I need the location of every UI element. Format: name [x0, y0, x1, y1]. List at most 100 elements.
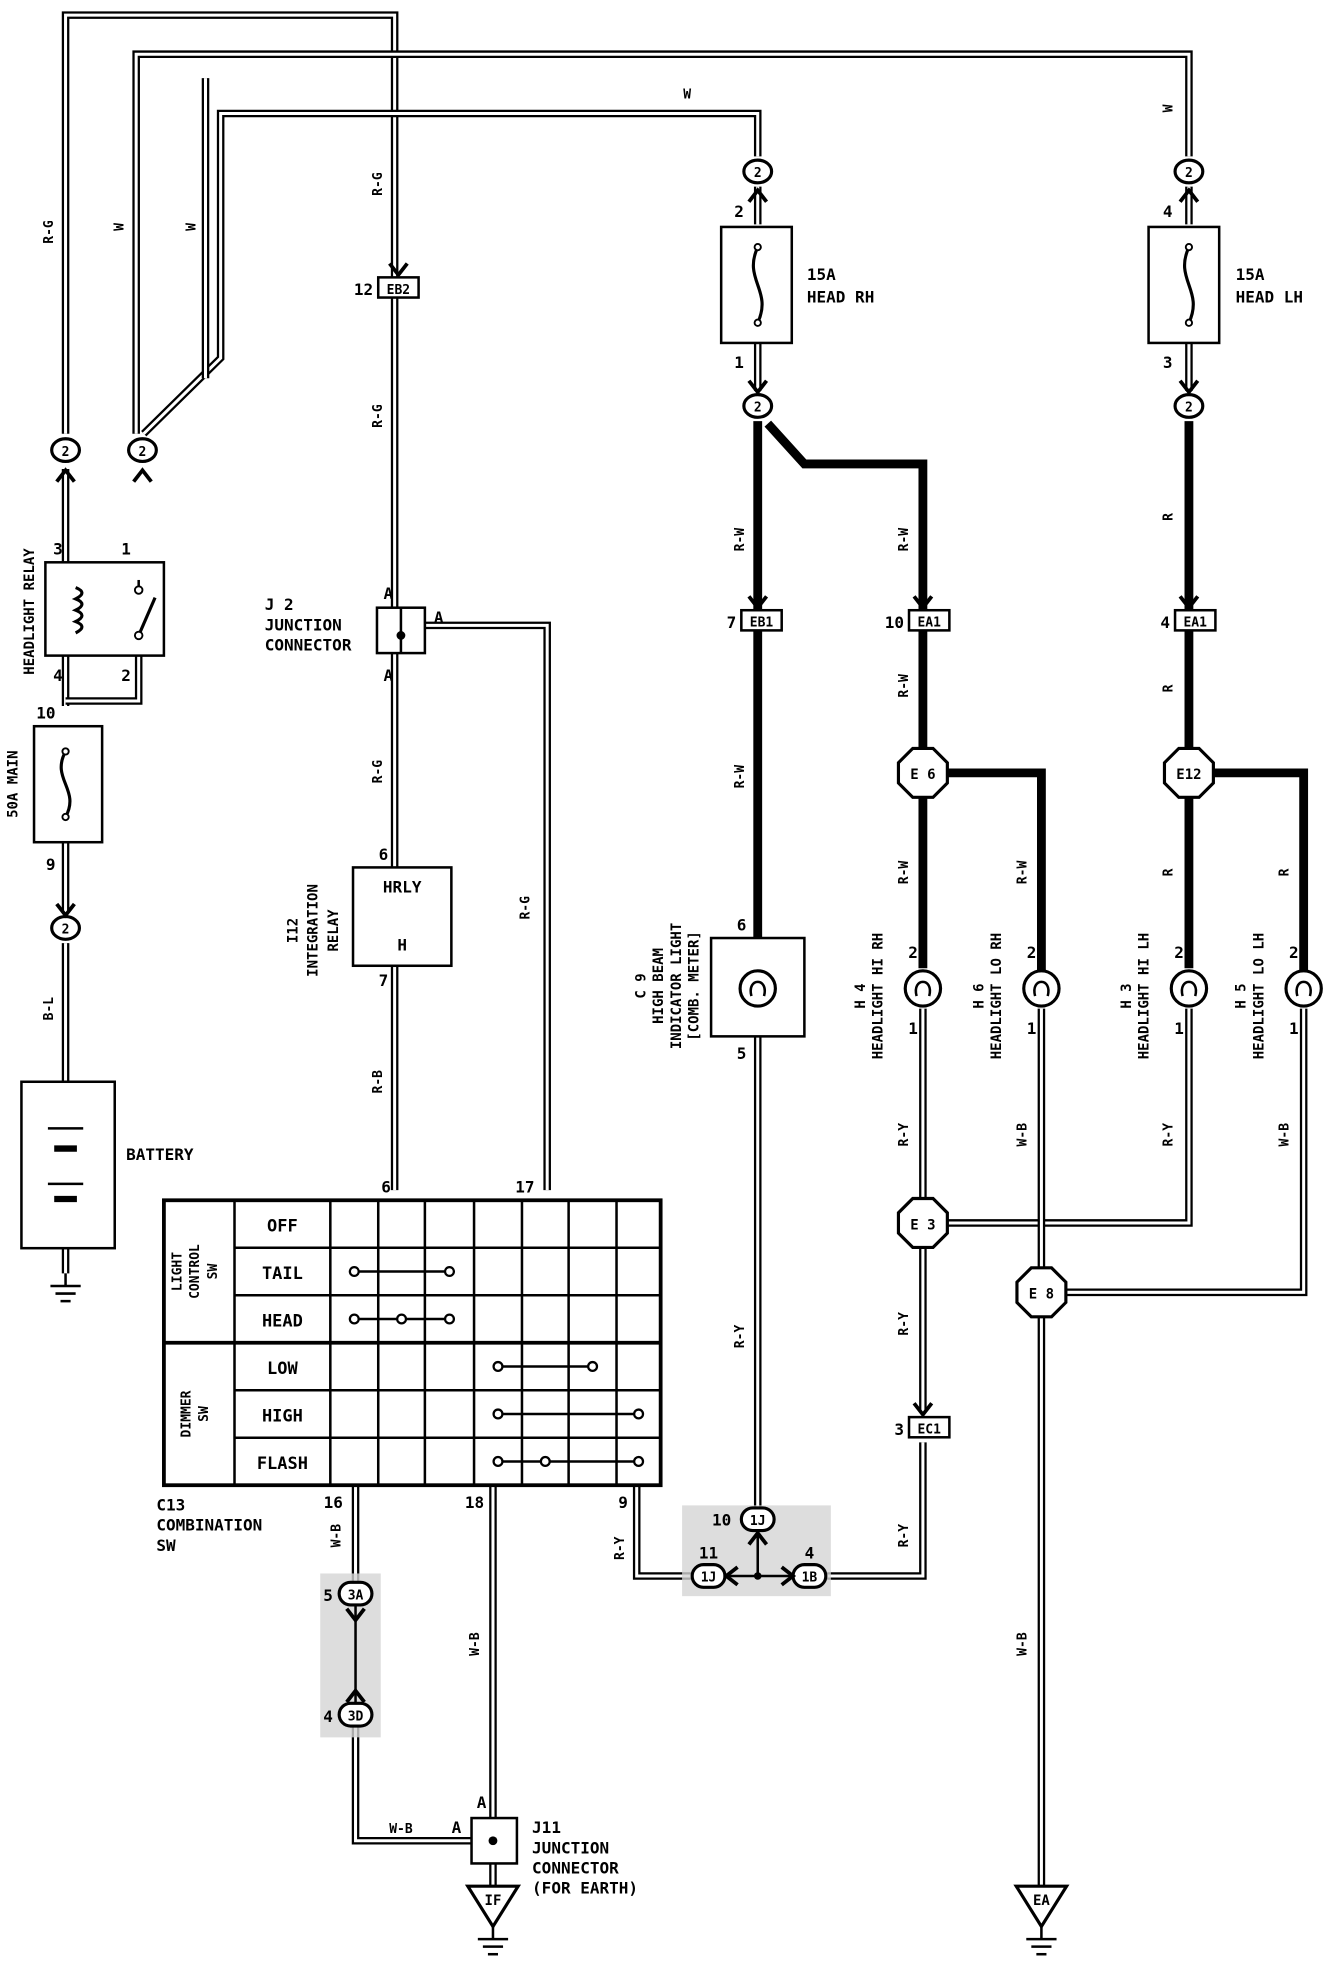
wire-label-rb: R-B	[371, 1070, 386, 1094]
main-fuse-label: 50A MAIN	[6, 750, 22, 817]
connector-2-relay-pin3: 2	[50, 437, 82, 464]
connector-2-main-fuse-out: 2	[50, 915, 82, 941]
wire-label-rg-top: R-G	[371, 172, 386, 196]
j2-pin-bottom: A	[384, 666, 394, 685]
c9-pin-6: 6	[737, 915, 747, 934]
wire-w-relay1-to-rh-fuse-outline	[141, 109, 762, 437]
connector-ec1: EC1	[907, 1415, 951, 1439]
h4-name: HEADLIGHT HI RH	[871, 933, 887, 1059]
h4-id: H 4	[853, 983, 869, 1008]
table-group1-line-2: SW	[206, 1264, 221, 1280]
connector-2-lh-fuse-out-label: 2	[1185, 401, 1193, 416]
c9-bulb-filament	[749, 980, 766, 997]
fuse-50a-element-end-bottom	[61, 812, 70, 822]
splice-e6: E 6	[896, 746, 949, 799]
wire-layer	[61, 11, 1309, 1887]
arrow-rh-fuse-out	[747, 379, 769, 396]
wire-rw-to-ea1-rh-body	[764, 420, 928, 611]
wire-ry-e3-to-h3-outline	[946, 1008, 1193, 1227]
ground-if-earth	[477, 1926, 509, 1956]
wire-rg-relay3-to-eb2	[61, 11, 399, 434]
j2-pin-right: A	[434, 608, 444, 627]
connector-3d-label: 3D	[348, 1709, 364, 1724]
arrow-ea1-rh	[912, 595, 934, 611]
switch-head-node-2	[443, 1313, 456, 1325]
arrow-eb1	[747, 595, 769, 611]
c13-pin-18: 18	[465, 1493, 484, 1512]
wire-label-rw-ea1: R-W	[897, 528, 912, 552]
arrow-1b	[780, 1565, 797, 1587]
wire-rw-to-ea1-rh	[764, 420, 928, 611]
table-row-label-high: HIGH	[262, 1407, 303, 1427]
fuse-50a-element	[59, 750, 72, 818]
relay-pin-1: 1	[121, 540, 131, 559]
h5-bulb	[1284, 969, 1323, 1008]
switch-flash-node-2	[633, 1455, 645, 1468]
arrow-ec1	[912, 1402, 934, 1418]
arrow-1j-top	[747, 1530, 769, 1546]
pin-1j-10: 10	[712, 1511, 731, 1530]
connector-ec1-box	[907, 1415, 951, 1439]
connector-2-relay-pin1: 2	[127, 437, 158, 464]
wire-label-ry-h4: R-Y	[897, 1123, 912, 1147]
splice-e3-label: E 3	[910, 1217, 935, 1233]
connector-ea1-lh-box	[1173, 608, 1217, 632]
wire-relay-pin2-return-core	[65, 640, 141, 703]
h3-bulb-glass	[1169, 969, 1209, 1008]
h6-bulb-filament	[1033, 980, 1050, 997]
connector-ea1-lh-pin: 4	[1160, 613, 1170, 632]
j2-junction-dot	[396, 631, 406, 640]
wire-label-rw-h4: R-W	[897, 861, 912, 885]
j11-name-line2: CONNECTOR	[532, 1859, 619, 1878]
battery-ground	[50, 1273, 81, 1303]
h6-pin-1: 1	[1027, 1019, 1037, 1038]
wire-label-r-h5: R	[1278, 868, 1293, 876]
i12-box	[351, 866, 453, 968]
wire-label-wb-c13: W-B	[329, 1524, 344, 1548]
wire-wb-e8-to-h5-core	[1065, 1008, 1306, 1294]
c9-name-line1: HIGH BEAM	[651, 948, 667, 1024]
wire-wb-3d-to-j11-core	[354, 1727, 475, 1843]
wire-label-r-ea1: R	[1162, 513, 1177, 521]
h5-pin-1: 1	[1289, 1019, 1299, 1038]
wire-ry-ec1-to-1b	[809, 1442, 927, 1580]
i12-name-line2: RELAY	[326, 909, 342, 952]
fuse-head-lh-element	[1183, 246, 1195, 324]
c13-pin-17: 17	[515, 1178, 534, 1197]
fuse-head-lh-element-end-top	[1184, 243, 1194, 252]
i12-terminal-h: H	[397, 936, 407, 955]
fuse-rh-pin-2: 2	[734, 202, 744, 221]
wire-label-rg-eb2: R-G	[371, 404, 386, 428]
wire-label-ry-h3: R-Y	[1162, 1123, 1177, 1147]
wire-w-relay1-to-lh-fuse	[132, 50, 1193, 434]
wire-label-rw-e6: R-W	[897, 674, 912, 698]
ground-if-label: IF	[485, 1893, 502, 1909]
wire-label-rw-eb1: R-W	[733, 528, 748, 552]
connector-eb1-box	[740, 608, 783, 632]
arrow-relay-pin1	[132, 467, 153, 483]
wire-label-rw-c9: R-W	[733, 765, 748, 789]
switch-high-node-0	[492, 1408, 504, 1420]
wire-label-rg-j2: R-G	[371, 760, 386, 784]
connector-ea1-rh-code: EA1	[917, 616, 941, 631]
switch-head-node-1	[396, 1313, 408, 1325]
wire-label-ry-c9: R-Y	[733, 1325, 748, 1349]
h4-bulb-filament	[914, 980, 932, 997]
connector-2-rh-fuse-out: 2	[742, 393, 774, 419]
splice-e6-shape	[896, 746, 949, 799]
h5-bulb-glass	[1284, 969, 1323, 1008]
link-junction-dot	[753, 1572, 762, 1580]
wire-rg-j2-to-c13-core	[403, 623, 549, 1191]
h6-bulb	[1022, 969, 1061, 1008]
wire-label-bl: B-L	[42, 997, 57, 1021]
connector-2-lh-fuse-in-label: 2	[1185, 166, 1193, 181]
connector-ea1-rh: EA1	[907, 608, 951, 632]
fuse-head-rh-element-end-top	[753, 243, 762, 252]
relay-coil	[71, 586, 84, 635]
wire-label-r-h3: R	[1162, 868, 1177, 876]
arrow-lh-fuse-out	[1178, 379, 1200, 396]
ground-ea-earth	[1026, 1926, 1057, 1956]
table-group2-line-0: DIMMER	[179, 1390, 194, 1437]
